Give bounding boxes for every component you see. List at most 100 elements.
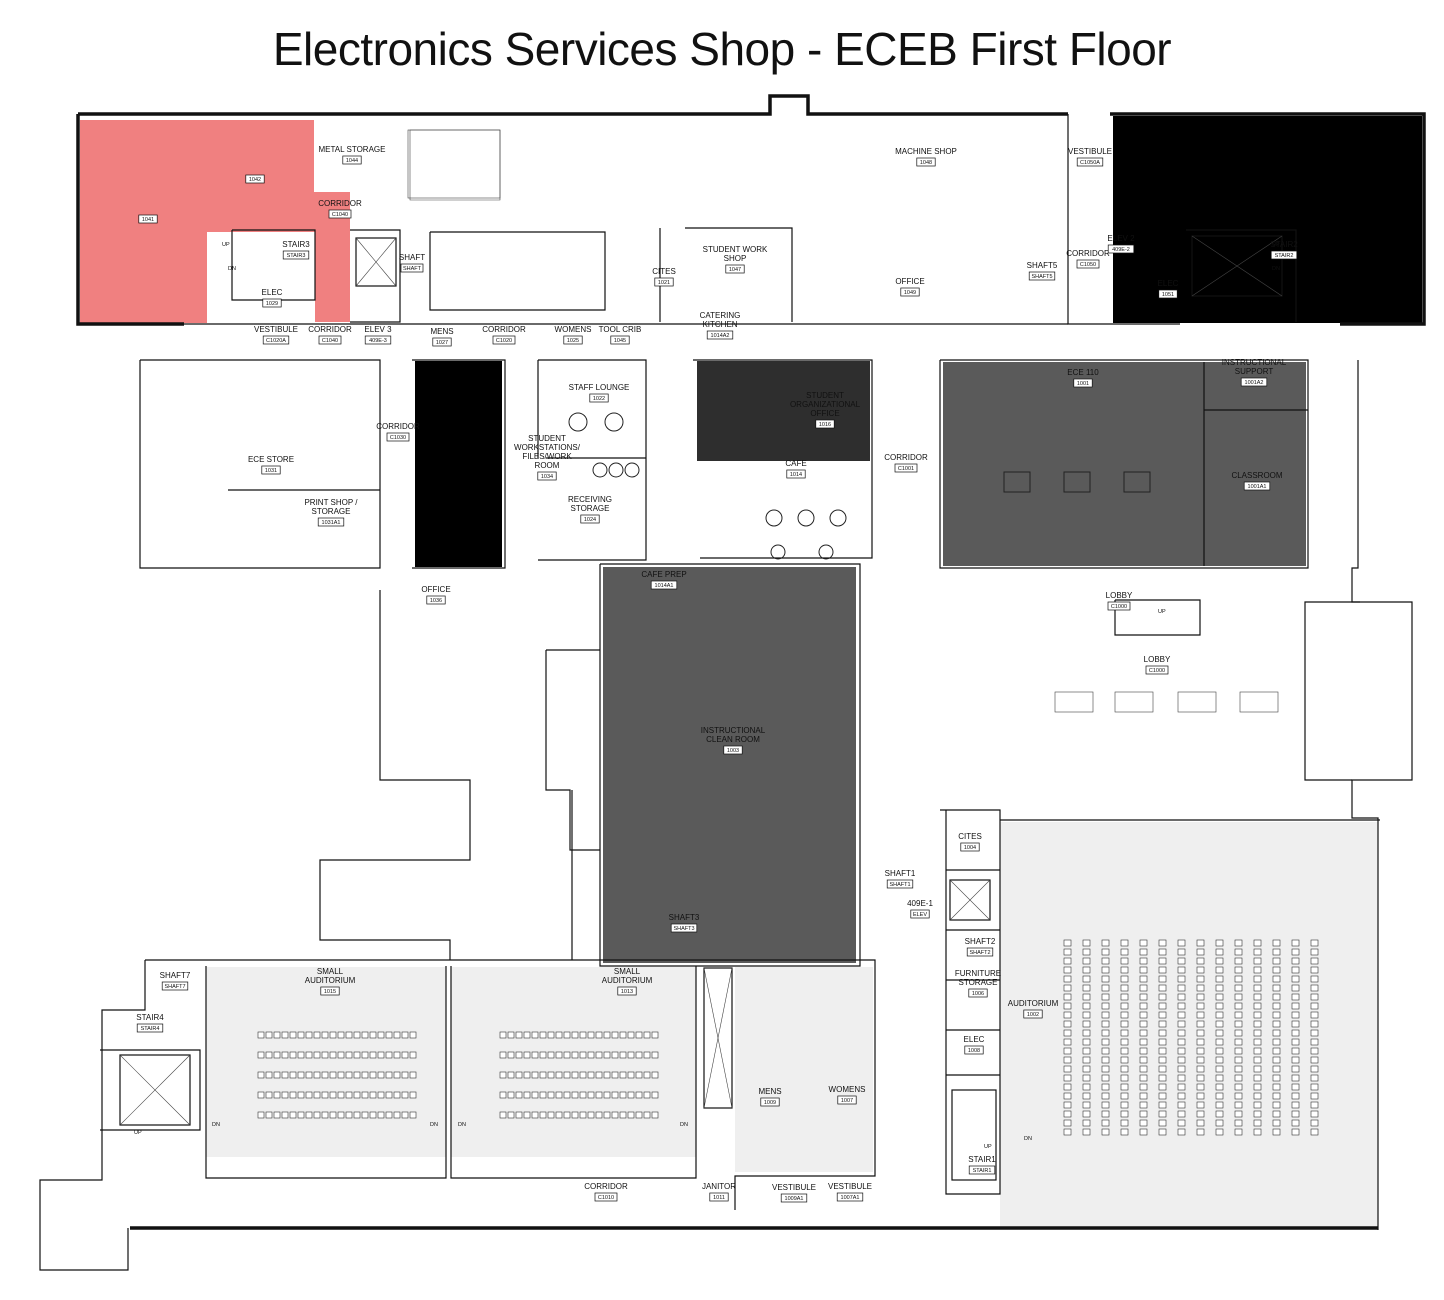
room-name: ECE STORE (248, 455, 294, 464)
corridor-c1040-fill[interactable] (207, 192, 350, 232)
seat (305, 1031, 313, 1039)
seat (1139, 1083, 1148, 1091)
seat (1101, 957, 1110, 965)
room-name: LOBBY (1106, 591, 1133, 600)
seat (265, 1051, 273, 1059)
room-name: CITES (652, 267, 676, 276)
room-number-box (589, 393, 609, 403)
seat (1291, 1002, 1300, 1010)
seat (627, 1091, 635, 1099)
seat (1139, 1002, 1148, 1010)
room-number-box (610, 335, 630, 345)
room-ece110-fill[interactable] (943, 362, 1306, 566)
seat (305, 1111, 313, 1119)
seat (345, 1051, 353, 1059)
seat (1101, 1101, 1110, 1109)
seat (401, 1071, 409, 1079)
room-number-box (328, 209, 352, 219)
seat (1291, 948, 1300, 956)
seat (329, 1051, 337, 1059)
room-number: 1001A2 (1245, 380, 1264, 386)
room-name: CORRIDOR (884, 453, 928, 462)
seat (1177, 975, 1186, 983)
seat (1291, 993, 1300, 1001)
seat (539, 1051, 547, 1059)
seat (1158, 984, 1167, 992)
room-1015-fill[interactable] (206, 967, 446, 1157)
room-name: SUPPORT (1235, 367, 1274, 376)
seat (1177, 984, 1186, 992)
seat (1158, 1011, 1167, 1019)
corridor-c1040-strip-fill[interactable] (315, 232, 350, 322)
seat (1120, 1038, 1129, 1046)
seat (635, 1111, 643, 1119)
seat (393, 1071, 401, 1079)
seat (1063, 939, 1072, 947)
seat (385, 1091, 393, 1099)
room-label: 1041 (138, 214, 158, 224)
room-name: CAFE (785, 459, 806, 468)
seat (595, 1051, 603, 1059)
seat (313, 1091, 321, 1099)
room-number-box (580, 514, 600, 524)
seat (547, 1091, 555, 1099)
seat (1158, 1083, 1167, 1091)
room-1036-dark-fill[interactable] (415, 361, 502, 567)
seat (1063, 1074, 1072, 1082)
room-1013-fill[interactable] (451, 967, 696, 1157)
seat (1234, 939, 1243, 947)
seat (1101, 1128, 1110, 1136)
room-mens-womens-fill[interactable] (735, 967, 873, 1172)
seat (1177, 1065, 1186, 1073)
room-number-box (1076, 259, 1100, 269)
seat (393, 1031, 401, 1039)
room-name: ROOM (535, 461, 560, 470)
seat (643, 1051, 651, 1059)
room-1003-fill[interactable] (603, 567, 856, 963)
seat (1101, 1092, 1110, 1100)
seat (273, 1111, 281, 1119)
seat (563, 1031, 571, 1039)
room-number: 409E-3 (369, 338, 387, 344)
seat (1158, 1002, 1167, 1010)
seat (1158, 1029, 1167, 1037)
seat (531, 1031, 539, 1039)
room-name: FURNITURE (955, 969, 1001, 978)
seat (1196, 1011, 1205, 1019)
seat (651, 1051, 659, 1059)
room-number-box (815, 419, 835, 429)
seat (1272, 1002, 1281, 1010)
seat (1158, 1110, 1167, 1118)
room-name: SHAFT2 (965, 937, 996, 946)
room-1016-fill[interactable] (697, 361, 870, 461)
seat (1272, 1083, 1281, 1091)
seat (1291, 1101, 1300, 1109)
room-number: C1010 (598, 1195, 614, 1201)
seat (1120, 993, 1129, 1001)
room-number-box (837, 1095, 857, 1105)
seat (1177, 1110, 1186, 1118)
room-1002-fill[interactable] (1000, 822, 1378, 1228)
room-dark-ne-fill[interactable] (1113, 116, 1422, 323)
room-number: 1051 (1162, 292, 1174, 298)
room-name: FILES/WORK (522, 452, 572, 461)
seat (1253, 1110, 1262, 1118)
room-number: 1004 (964, 845, 976, 851)
seat (1272, 1056, 1281, 1064)
seat (1101, 948, 1110, 956)
seat (305, 1051, 313, 1059)
seat (1158, 1128, 1167, 1136)
seat (1063, 1047, 1072, 1055)
seat (1196, 1029, 1205, 1037)
seat (1196, 1101, 1205, 1109)
room-name: KITCHEN (702, 320, 737, 329)
up-mark: UP (984, 1144, 992, 1150)
seat (1291, 957, 1300, 965)
